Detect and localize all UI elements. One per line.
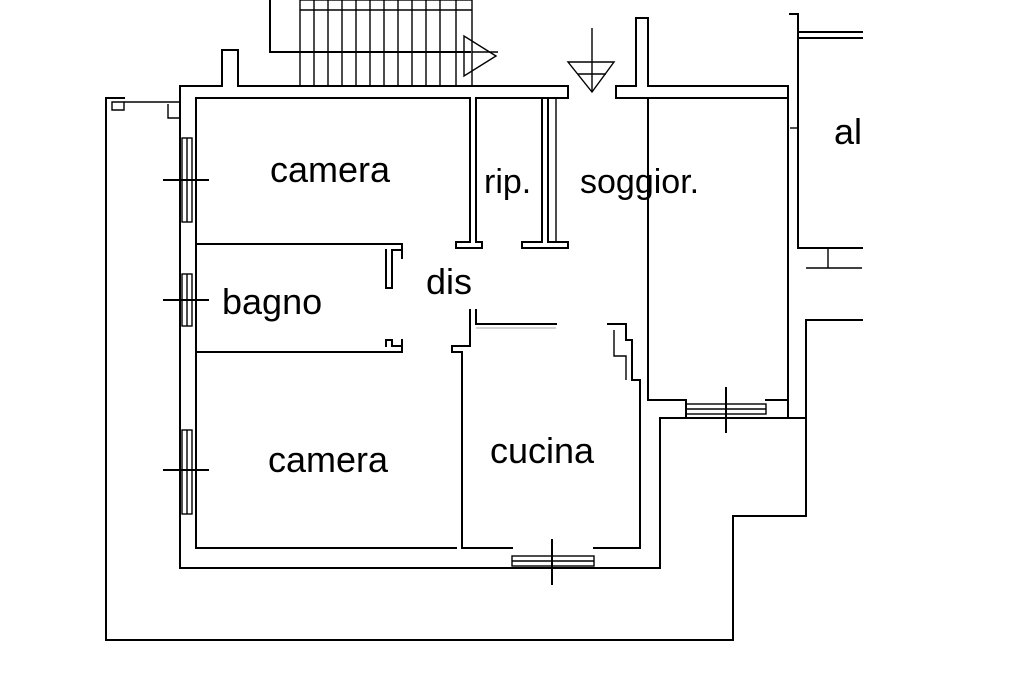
wall-rip-soggiorno	[521, 97, 569, 249]
window-bagno	[163, 273, 209, 327]
wall-cucina-east-inner	[613, 330, 627, 380]
neighbour-wall	[789, 13, 863, 249]
window-cucina	[511, 539, 595, 585]
adjacent-label-clip: al	[830, 112, 862, 156]
terrace-rail-corner	[167, 104, 180, 119]
wall-north-entry-right	[615, 17, 789, 419]
wall-camera-rip	[455, 97, 483, 249]
room-label-bagno: bagno	[222, 281, 323, 322]
window-camera-top	[163, 137, 209, 223]
room-label-cucina: cucina	[490, 430, 595, 471]
staircase	[269, 0, 498, 87]
window-soggiorno	[685, 387, 767, 433]
wall-bagno-door-left	[385, 249, 403, 289]
window-camera-bottom	[163, 429, 209, 515]
room-label-adjacent: al	[834, 112, 862, 152]
wall-bagno-door-right	[385, 339, 403, 347]
entrance-arrow-icon	[566, 28, 616, 94]
room-label-camera-bottom: camera	[268, 439, 389, 480]
room-label-camera-top: camera	[270, 149, 391, 190]
room-label-disimpegno: dis	[426, 261, 473, 302]
exterior-wall-west-inner	[195, 97, 471, 549]
wall-dis-cucina-inner	[475, 309, 557, 325]
wall-camera-bagno	[195, 243, 403, 259]
wall-soggiorno-south	[647, 97, 687, 419]
wall-bagno-camera	[195, 339, 403, 353]
room-label-ripostiglio: rip.	[484, 163, 532, 201]
wall-dis-cucina	[451, 309, 471, 549]
room-label-soggiorno: soggior.	[580, 163, 700, 201]
terrace-rail	[111, 101, 180, 111]
neighbour-wall-mid	[805, 319, 863, 419]
terrace-outline	[105, 97, 807, 641]
wall-cucina-east	[593, 323, 641, 549]
